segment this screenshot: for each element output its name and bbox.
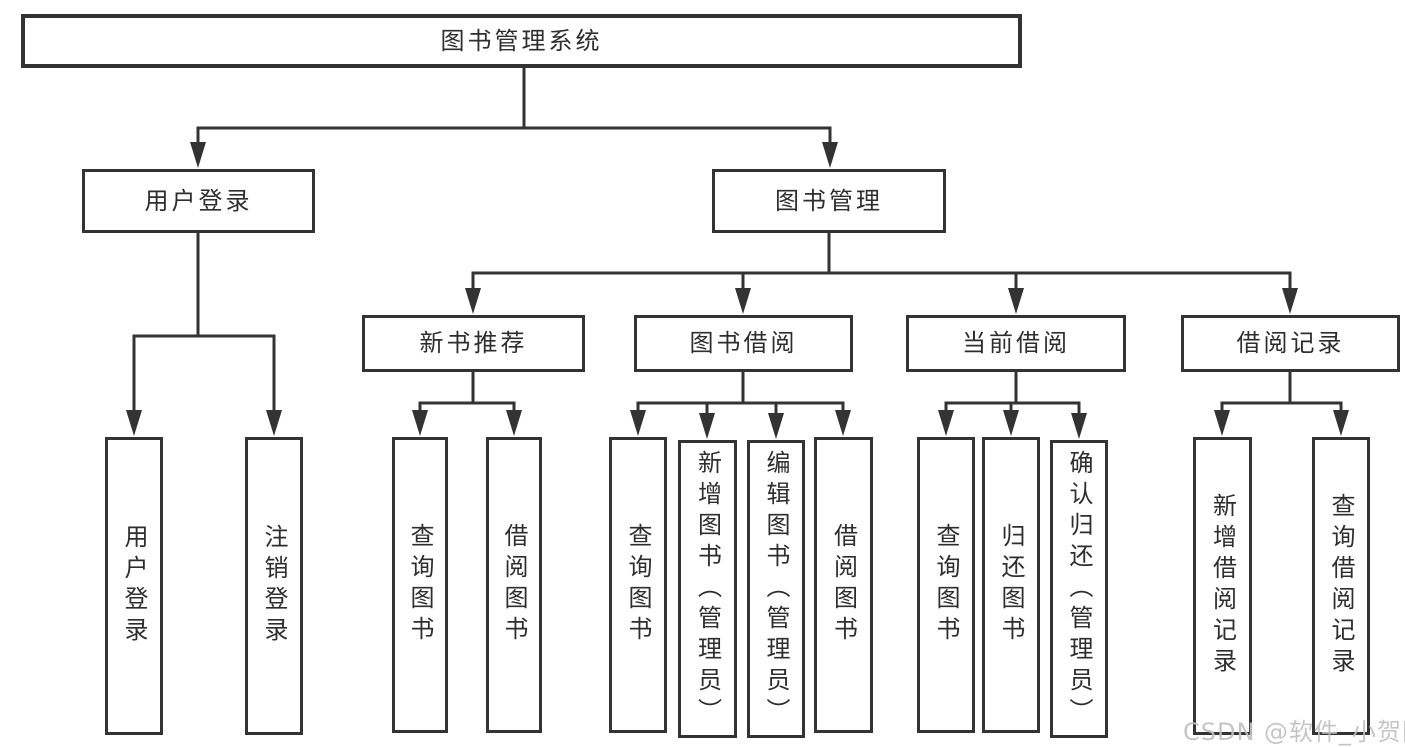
node-borrow-records: 借阅记录 [1181, 315, 1400, 372]
node-user-login: 用户登录 [82, 169, 315, 233]
arrowhead [735, 288, 751, 314]
arrowhead [938, 410, 954, 436]
node-root: 图书管理系统 [21, 14, 1022, 68]
csdn-watermark: CSDN @软件_小贺同学 [1183, 718, 1405, 746]
arrowhead [126, 410, 142, 436]
connector-root-to-level2 [190, 68, 838, 168]
leaf-bb-add-books-admin: 新增图书（管理员） [678, 440, 737, 738]
leaf-logout: 注销登录 [245, 437, 303, 735]
connector-user-login-to-leaves [126, 233, 282, 436]
arrowhead [1214, 410, 1230, 436]
arrowhead [1333, 410, 1349, 436]
arrowhead [699, 413, 715, 439]
leaf-bb-query-books: 查询图书 [609, 437, 667, 733]
arrowhead [412, 410, 428, 436]
node-book-mgmt: 图书管理 [712, 169, 946, 233]
arrowhead [1282, 288, 1298, 314]
arrowhead [1071, 413, 1087, 439]
leaf-bb-edit-books-admin: 编辑图书（管理员） [747, 440, 805, 738]
arrowhead [822, 142, 838, 168]
leaf-cb-return-books: 归还图书 [982, 437, 1040, 733]
node-book-borrow: 图书借阅 [634, 315, 853, 372]
arrowhead [266, 410, 282, 436]
leaf-br-add-record: 新增借阅记录 [1193, 437, 1252, 735]
connector-book-borrow-to-leaves [630, 372, 851, 439]
arrowhead [506, 410, 522, 436]
connector-book-mgmt-to-level3 [465, 233, 1298, 314]
leaf-cb-confirm-return-admin: 确认归还（管理员） [1050, 440, 1108, 738]
leaf-nbr-borrow-books: 借阅图书 [486, 437, 542, 733]
connector-current-borrow-to-leaves [938, 372, 1087, 439]
arrowhead [190, 142, 206, 168]
leaf-br-query-record: 查询借阅记录 [1312, 437, 1370, 735]
connector-borrow-records-to-leaves [1214, 372, 1349, 436]
node-current-borrow: 当前借阅 [906, 315, 1126, 372]
leaf-cb-query-books: 查询图书 [917, 437, 975, 733]
arrowhead [835, 410, 851, 436]
leaf-nbr-query-books: 查询图书 [392, 437, 448, 733]
arrowhead [630, 410, 646, 436]
leaf-bb-borrow-books: 借阅图书 [814, 437, 873, 733]
connector-new-book-rec-to-leaves [412, 372, 522, 436]
leaf-user-login: 用户登录 [105, 437, 163, 735]
arrowhead [1003, 410, 1019, 436]
arrowhead [768, 413, 784, 439]
arrowhead [465, 288, 481, 314]
node-new-book-rec: 新书推荐 [362, 315, 585, 372]
arrowhead [1008, 288, 1024, 314]
